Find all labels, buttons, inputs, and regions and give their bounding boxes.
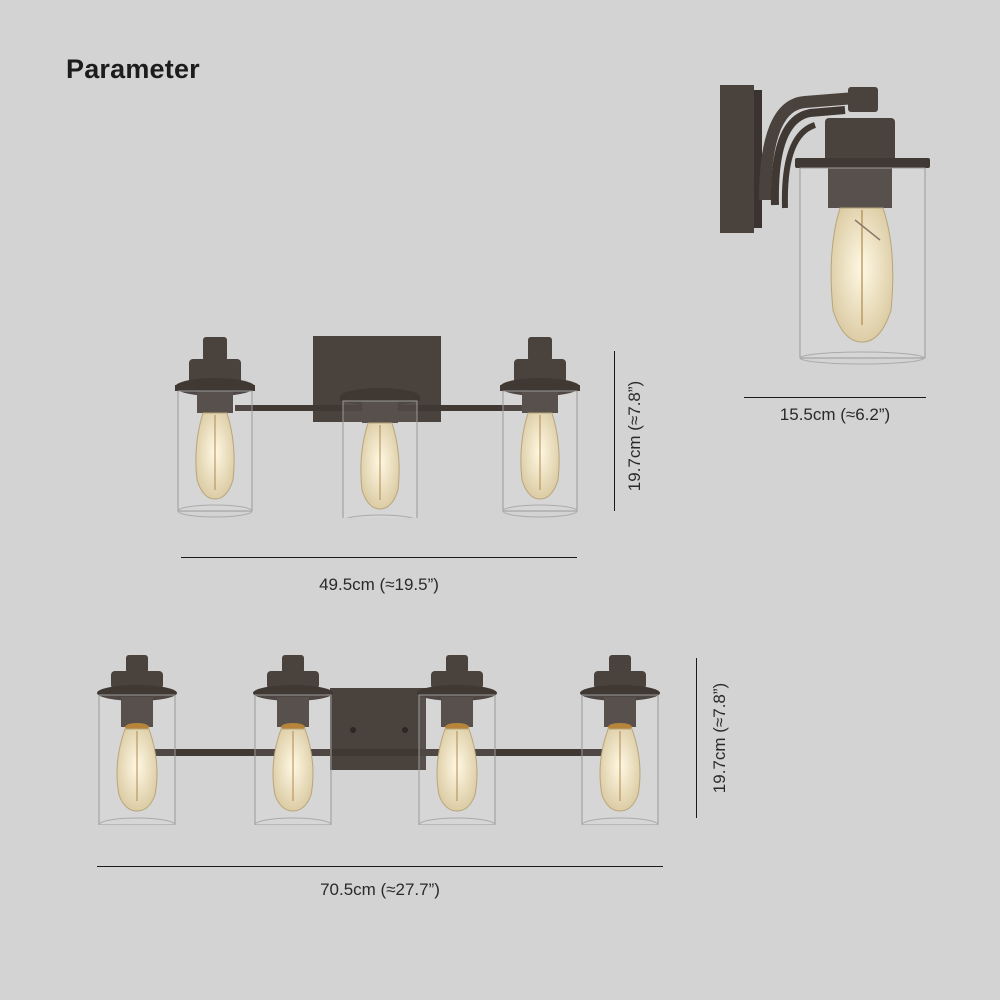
page-title: Parameter [66, 54, 200, 84]
four-width-label: 70.5cm (≈27.7”) [320, 880, 440, 899]
three-width-label: 49.5cm (≈19.5”) [319, 575, 439, 594]
four-light-image [95, 655, 665, 825]
single-width-line [744, 397, 926, 398]
three-light-image [175, 333, 585, 518]
four-height-label: 19.7cm (≈7.8”) [710, 682, 729, 794]
three-width-line [181, 557, 577, 558]
single-light-image [715, 80, 935, 370]
four-height-line [696, 658, 697, 818]
single-width-label: 15.5cm (≈6.2”) [779, 405, 891, 424]
three-height-label: 19.7cm (≈7.8”) [625, 380, 644, 492]
four-width-line [97, 866, 663, 867]
three-height-line [614, 351, 615, 511]
